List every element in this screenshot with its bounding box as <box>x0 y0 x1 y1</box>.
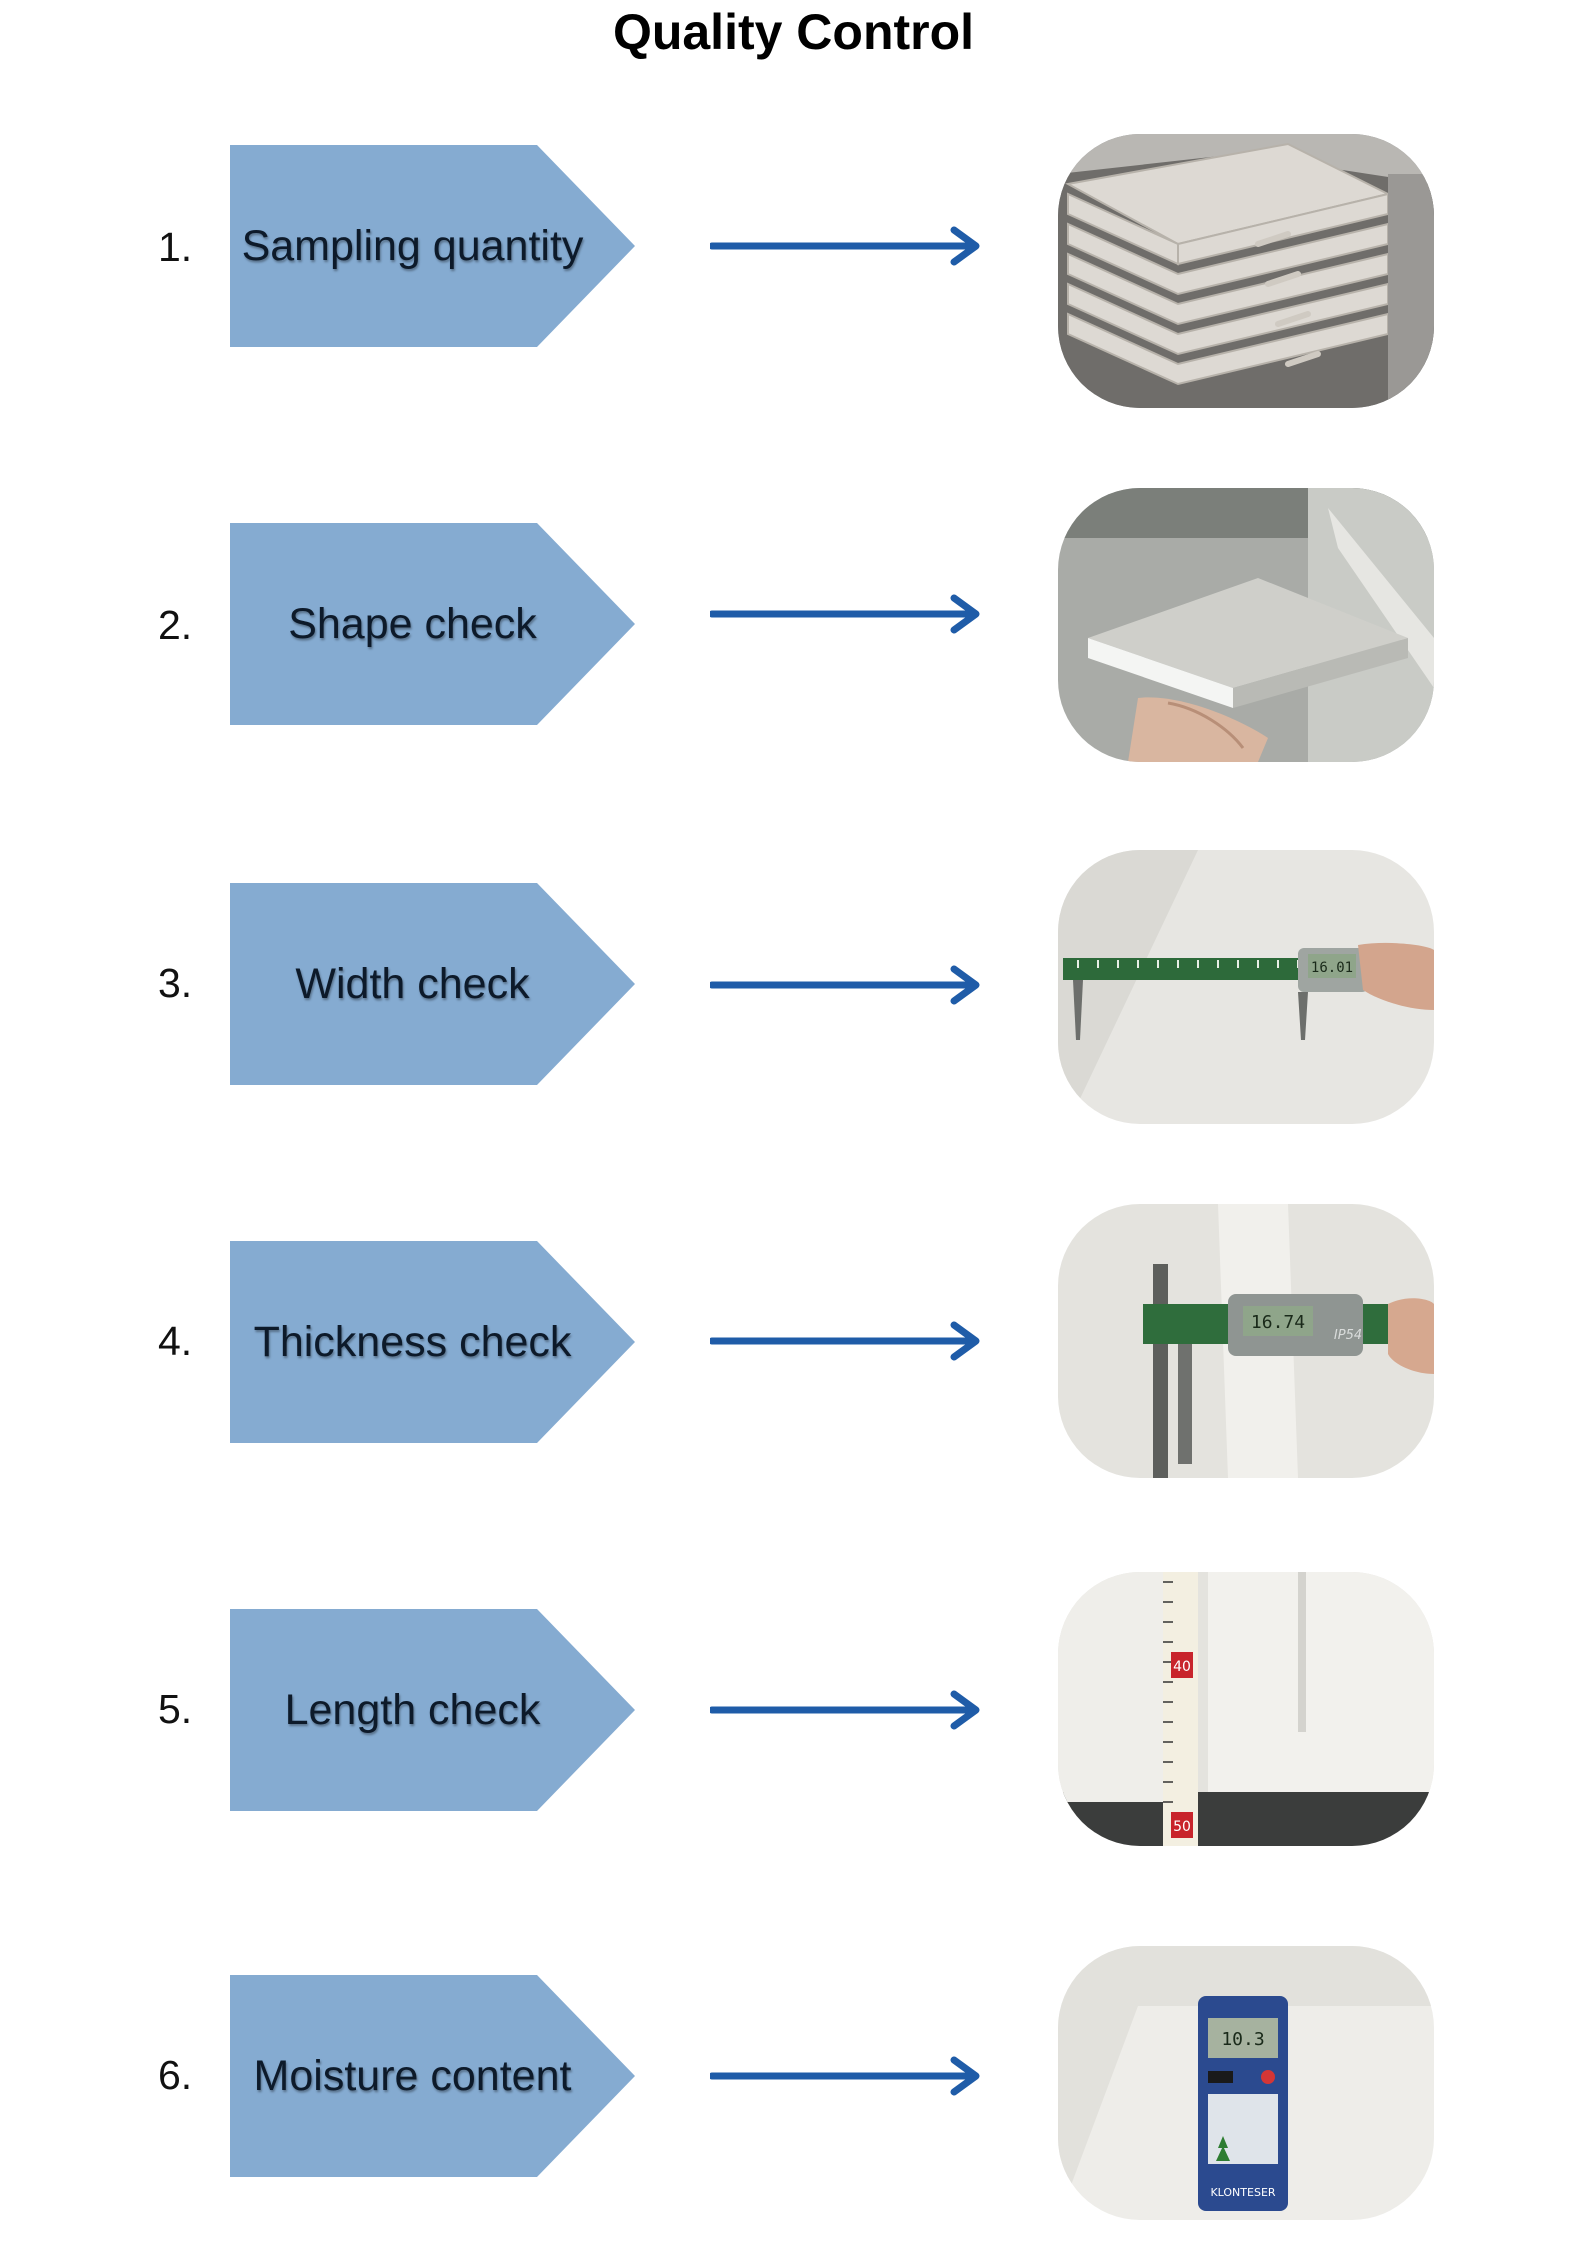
caliper-thickness-photo: 16.74 IP54 <box>1058 1204 1434 1478</box>
board-in-hand-photo <box>1058 488 1434 762</box>
right-arrow-icon <box>710 594 980 634</box>
tape-measure-photo: 40 50 <box>1058 1572 1434 1846</box>
moisture-meter-photo: 10.3 KLONTESER <box>1058 1946 1434 2220</box>
caliper-reading: 16.01 <box>1311 960 1353 976</box>
caliper-reading: 16.74 <box>1251 1312 1305 1333</box>
step-number: 2. <box>158 602 193 648</box>
step-label: Shape check <box>288 599 537 648</box>
right-arrow-icon <box>710 1690 980 1730</box>
step-2: 2. Shape check <box>0 488 1587 798</box>
step-label: Width check <box>295 959 530 1008</box>
step-number: 5. <box>158 1686 193 1732</box>
step-label: Moisture content <box>253 2051 572 2100</box>
tape-mark: 50 <box>1173 1819 1191 1835</box>
step-3: 3. Width check 16.01 <box>0 850 1587 1158</box>
right-arrow-icon <box>710 2056 980 2096</box>
step-label-shape: Thickness check <box>230 1241 635 1443</box>
step-label: Length check <box>284 1685 541 1734</box>
step-4: 4. Thickness check 16.74 IP54 <box>0 1204 1587 1516</box>
caliper-rating: IP54 <box>1334 1328 1362 1343</box>
step-number: 1. <box>158 224 193 270</box>
right-arrow-icon <box>710 226 980 266</box>
step-label: Thickness check <box>253 1317 572 1366</box>
meter-brand: KLONTESER <box>1210 2186 1275 2199</box>
step-label: Sampling quantity <box>241 221 584 270</box>
page-title: Quality Control <box>612 4 975 60</box>
caliper-width-photo: 16.01 <box>1058 850 1434 1124</box>
step-label-shape: Width check <box>230 883 635 1085</box>
step-label-shape: Sampling quantity <box>230 145 635 347</box>
step-label-shape: Shape check <box>230 523 635 725</box>
step-label-shape: Length check <box>230 1609 635 1811</box>
step-6: 6. Moisture content 10.3 KLONTESER <box>0 1946 1587 2250</box>
step-number: 6. <box>158 2052 193 2098</box>
step-number: 3. <box>158 960 193 1006</box>
step-1: 1. Sampling quantity <box>0 134 1587 420</box>
stacked-boards-photo <box>1058 134 1434 408</box>
meter-reading: 10.3 <box>1221 2029 1264 2050</box>
step-label-shape: Moisture content <box>230 1975 635 2177</box>
right-arrow-icon <box>710 965 980 1005</box>
step-number: 4. <box>158 1318 193 1364</box>
tape-mark: 40 <box>1173 1659 1191 1675</box>
step-5: 5. Length check 40 50 <box>0 1572 1587 1884</box>
right-arrow-icon <box>710 1321 980 1361</box>
